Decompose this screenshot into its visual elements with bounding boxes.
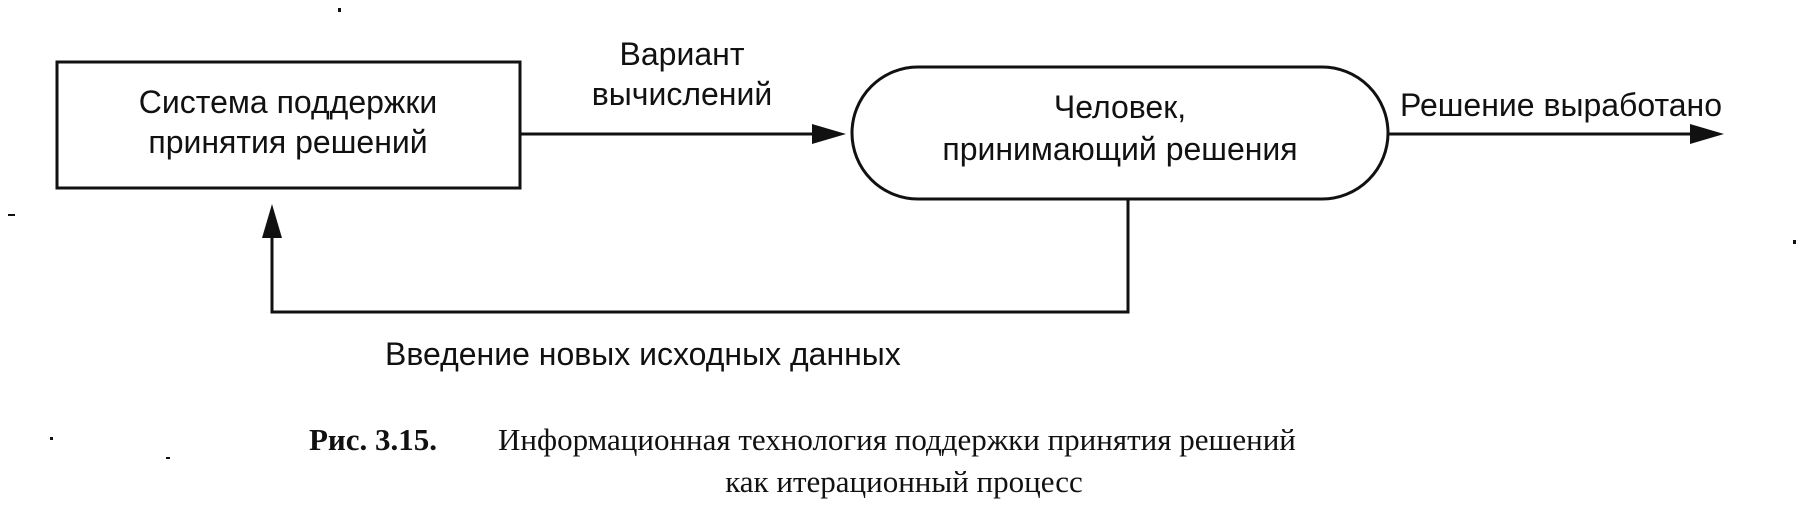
dss-box	[55, 60, 522, 190]
decision-maker-label-line1: Человек,	[1054, 89, 1186, 125]
decision-made-label: Решение выработано	[1400, 87, 1722, 123]
caption-line1: Информационная технология поддержки прин…	[498, 422, 1296, 457]
variant-arrow-head	[812, 124, 846, 144]
caption-line2: как итерационный процесс	[725, 464, 1083, 499]
variant-label-line1: Вариант	[620, 36, 745, 72]
variant-label-line2: вычислений	[592, 76, 772, 112]
scan-speck	[166, 457, 170, 459]
scan-speck	[338, 8, 341, 12]
decision-maker-label-line2: принимающий решения	[942, 131, 1297, 167]
scan-speck	[8, 214, 15, 216]
feedback-loop-line	[270, 199, 1130, 314]
feedback-arrow-head	[262, 204, 282, 238]
scan-speck	[1793, 240, 1796, 244]
scan-speck	[50, 437, 53, 440]
new-data-label: Введение новых исходных данных	[385, 336, 901, 372]
dss-label-line2: принятия решений	[148, 124, 427, 160]
decision-made-arrow-head	[1690, 124, 1724, 144]
dss-label-line1: Система поддержки	[139, 84, 437, 120]
caption-number: Рис. 3.15.	[309, 422, 437, 457]
